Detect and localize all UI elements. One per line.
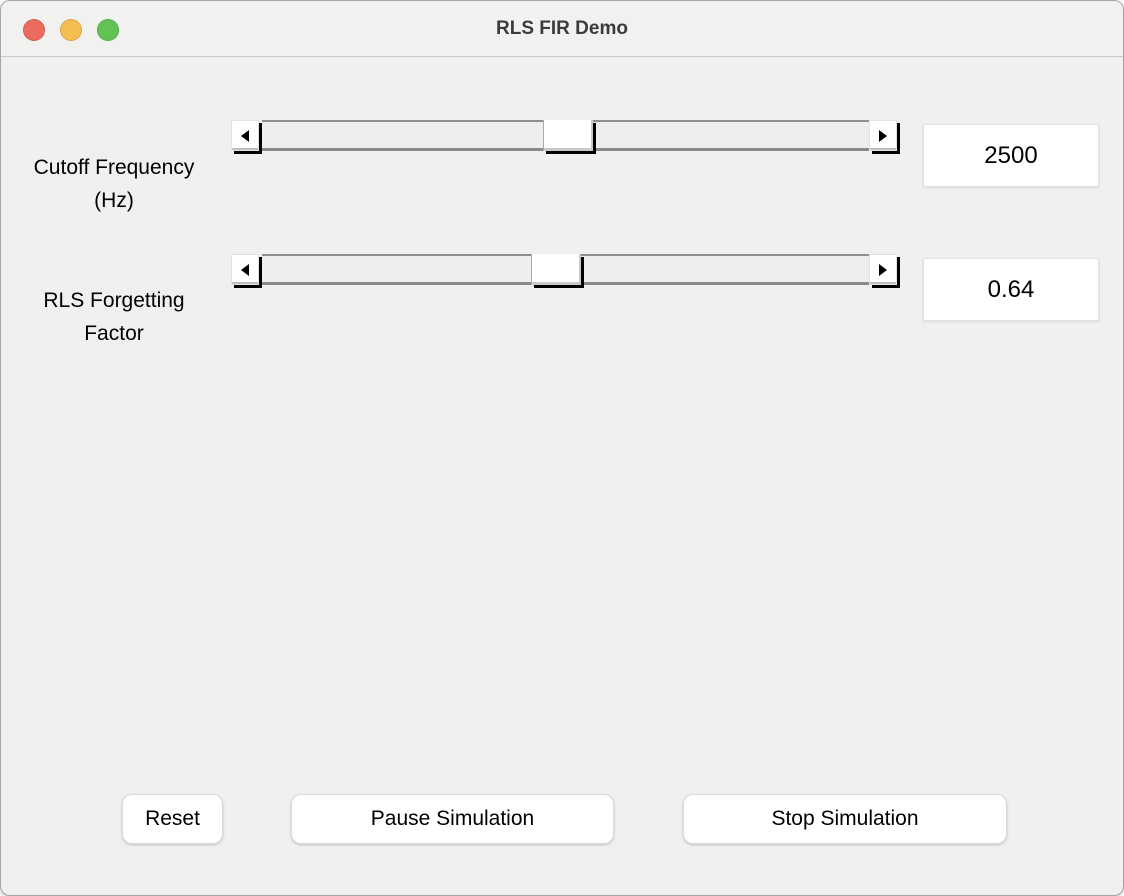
cutoff-frequency-label: Cutoff Frequency (Hz) — [9, 151, 219, 217]
reset-button[interactable]: Reset — [122, 794, 223, 844]
cutoff-slider-increment-button[interactable] — [869, 120, 897, 151]
window-title: RLS FIR Demo — [496, 18, 628, 39]
cutoff-slider-track[interactable] — [262, 120, 869, 151]
cutoff-frequency-label-line1: Cutoff Frequency — [33, 156, 195, 179]
close-button[interactable] — [23, 19, 45, 41]
forgetting-slider-increment-button[interactable] — [869, 254, 897, 285]
cutoff-frequency-label-line2: (Hz) — [94, 189, 134, 212]
right-arrow-icon — [879, 263, 887, 276]
right-arrow-icon — [879, 129, 887, 142]
minimize-button[interactable] — [60, 19, 82, 41]
cutoff-frequency-slider[interactable] — [231, 120, 897, 151]
forgetting-factor-label-line1: RLS Forgetting — [43, 289, 185, 312]
titlebar: RLS FIR Demo — [1, 1, 1123, 57]
left-arrow-icon — [241, 129, 249, 142]
forgetting-slider-track[interactable] — [262, 254, 869, 285]
cutoff-frequency-value-field[interactable]: 2500 — [923, 124, 1099, 187]
forgetting-factor-label: RLS Forgetting Factor — [9, 284, 219, 350]
forgetting-slider-decrement-button[interactable] — [231, 254, 259, 285]
forgetting-slider-thumb[interactable] — [531, 254, 582, 285]
traffic-lights — [23, 19, 119, 41]
cutoff-slider-thumb[interactable] — [543, 120, 594, 151]
left-arrow-icon — [241, 263, 249, 276]
zoom-button[interactable] — [97, 19, 119, 41]
forgetting-factor-slider[interactable] — [231, 254, 897, 285]
stop-simulation-button[interactable]: Stop Simulation — [683, 794, 1007, 844]
forgetting-factor-value-field[interactable]: 0.64 — [923, 258, 1099, 321]
forgetting-factor-label-line2: Factor — [84, 322, 144, 345]
cutoff-slider-decrement-button[interactable] — [231, 120, 259, 151]
pause-simulation-button[interactable]: Pause Simulation — [291, 794, 614, 844]
